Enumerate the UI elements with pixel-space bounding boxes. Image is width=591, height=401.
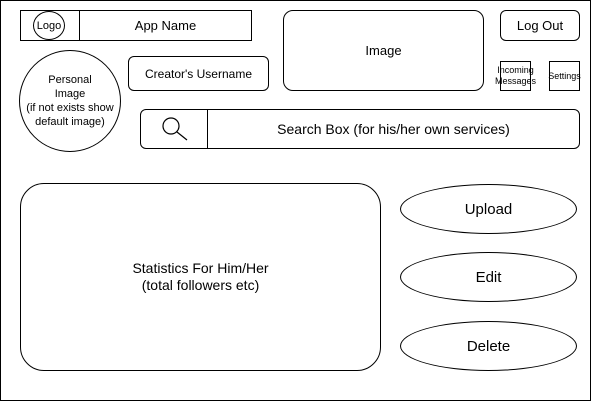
- app-name: App Name: [134, 18, 197, 33]
- upload-label: Upload: [464, 200, 513, 218]
- image-box: Image: [283, 10, 484, 91]
- incoming-messages-label: Incoming Messages: [494, 65, 537, 86]
- search-icon: [141, 110, 208, 148]
- logout-button[interactable]: Log Out: [500, 10, 580, 41]
- app-header-bar: Logo App Name: [20, 10, 252, 41]
- creator-username-label: Creator's Username: [145, 66, 252, 81]
- creator-username: Creator's Username: [128, 56, 269, 91]
- personal-image-label: Personal Image (if not exists show defau…: [26, 74, 114, 128]
- settings-button[interactable]: Settings: [548, 61, 581, 91]
- delete-label: Delete: [466, 337, 511, 355]
- logo[interactable]: Logo: [33, 11, 65, 40]
- upload-button[interactable]: Upload: [400, 184, 577, 234]
- statistics-label: Statistics For Him/Her (total followers …: [132, 260, 269, 293]
- edit-button[interactable]: Edit: [400, 252, 577, 302]
- statistics-panel: Statistics For Him/Her (total followers …: [20, 183, 381, 371]
- search-box[interactable]: Search Box (for his/her own services): [140, 109, 580, 149]
- search-label: Search Box (for his/her own services): [277, 121, 510, 137]
- logo-label: Logo: [36, 19, 62, 32]
- image-label: Image: [365, 43, 402, 58]
- edit-label: Edit: [475, 268, 502, 286]
- logout-label: Log Out: [516, 18, 564, 33]
- incoming-messages-button[interactable]: Incoming Messages: [495, 61, 536, 91]
- logo-divider: [79, 11, 80, 40]
- personal-image[interactable]: Personal Image (if not exists show defau…: [19, 50, 121, 152]
- delete-button[interactable]: Delete: [400, 321, 577, 371]
- settings-label: Settings: [548, 71, 581, 81]
